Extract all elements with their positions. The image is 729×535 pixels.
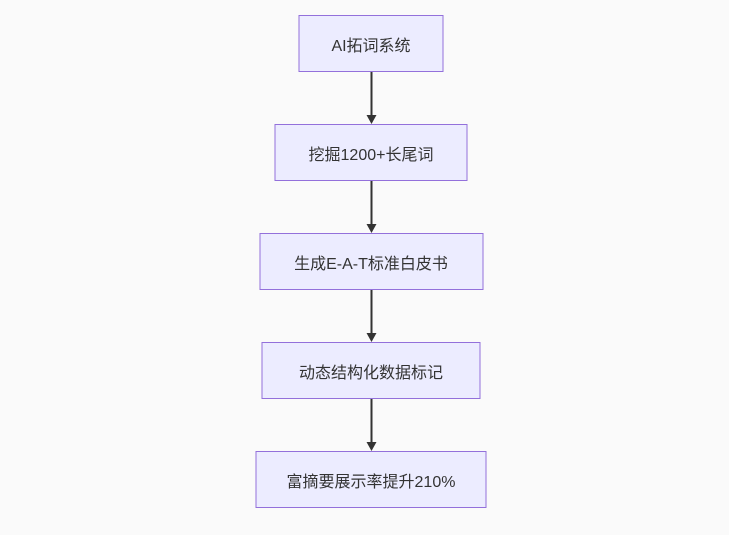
flow-arrow-1 xyxy=(366,72,376,124)
arrow-line xyxy=(370,181,372,224)
flow-node-rich-snippet-result: 富摘要展示率提升210% xyxy=(255,451,487,508)
arrow-head-icon xyxy=(366,224,376,233)
arrow-line xyxy=(370,290,372,333)
flow-node-ai-word-system: AI拓词系统 xyxy=(298,15,444,72)
arrow-line xyxy=(370,399,372,442)
arrow-head-icon xyxy=(366,333,376,342)
arrow-head-icon xyxy=(366,442,376,451)
flow-arrow-3 xyxy=(366,290,376,342)
flow-arrow-2 xyxy=(366,181,376,233)
flow-node-eat-whitepaper: 生成E-A-T标准白皮书 xyxy=(259,233,483,290)
flow-arrow-4 xyxy=(366,399,376,451)
flow-node-structured-data: 动态结构化数据标记 xyxy=(261,342,481,399)
arrow-line xyxy=(370,72,372,115)
arrow-head-icon xyxy=(366,115,376,124)
flowchart: AI拓词系统 挖掘1200+长尾词 生成E-A-T标准白皮书 动态结构化数据标记… xyxy=(255,15,487,508)
flow-node-longtail-mining: 挖掘1200+长尾词 xyxy=(274,124,468,181)
